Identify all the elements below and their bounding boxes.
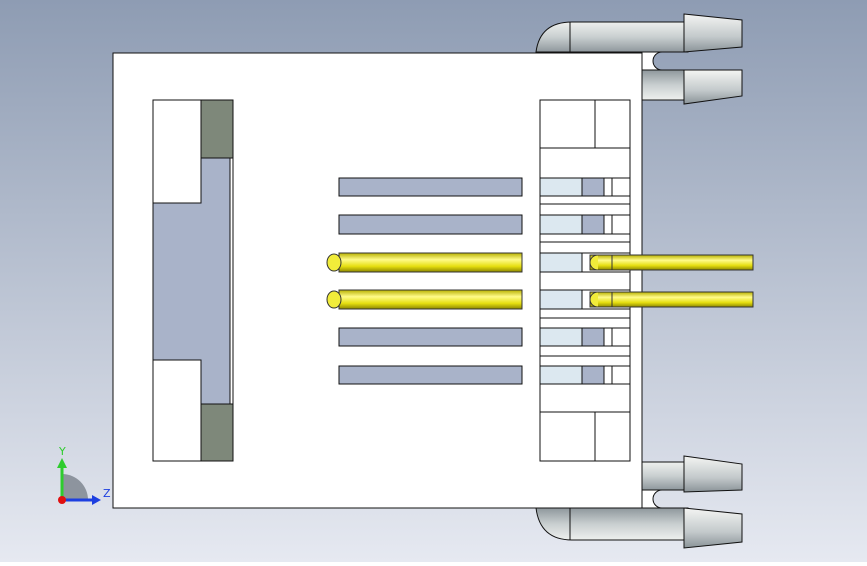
left-latch-block[interactable]: [152, 99, 234, 462]
bottom-mounting-tab[interactable]: [535, 455, 743, 549]
triad-y-label: Y: [58, 445, 66, 458]
top-mounting-tab[interactable]: [535, 13, 743, 105]
gold-pin-upper[interactable]: [326, 252, 754, 273]
slot-6[interactable]: [338, 365, 523, 385]
slot-1[interactable]: [338, 177, 523, 197]
triad-quarter-disc: [62, 474, 88, 500]
contact-slots: [338, 177, 523, 385]
upper-dark-pad: [200, 99, 234, 159]
slot-2[interactable]: [338, 214, 523, 235]
gold-pin-lower[interactable]: [326, 289, 754, 310]
lower-dark-pad: [200, 403, 234, 462]
slot-5[interactable]: [338, 327, 523, 347]
latch-channel: [152, 157, 231, 405]
right-terminal-block[interactable]: [539, 99, 631, 462]
triad-z-label: Z: [103, 487, 111, 500]
terminal-cells: [539, 177, 631, 385]
orientation-triad[interactable]: Y Z: [57, 445, 111, 505]
